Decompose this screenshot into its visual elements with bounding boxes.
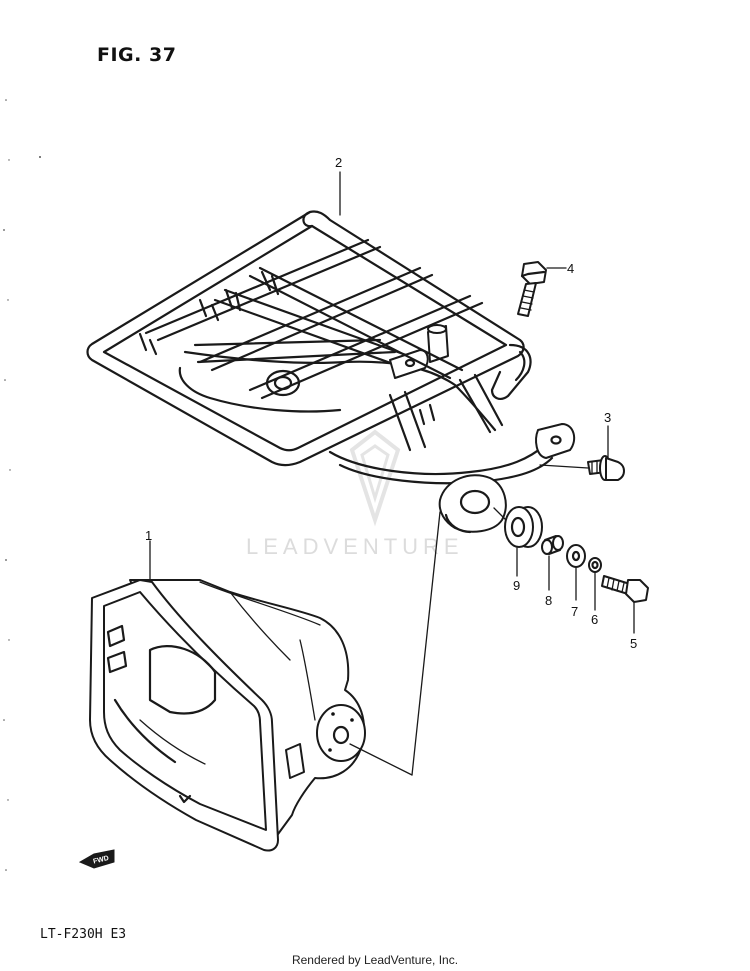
- watermark-text: LEADVENTURE: [246, 534, 464, 559]
- spacer: [541, 535, 564, 555]
- fwd-direction-badge: FWD: [78, 849, 115, 869]
- bolt-long: [517, 261, 547, 317]
- callout-9: 9: [513, 578, 520, 593]
- washer: [566, 544, 586, 568]
- lock-washer: [588, 557, 602, 573]
- leader-lines: [149, 171, 635, 776]
- fwd-arrow-icon: [78, 849, 115, 869]
- callout-3: 3: [604, 410, 611, 425]
- callout-5: 5: [630, 636, 637, 651]
- figure-title: FIG. 37: [97, 44, 177, 66]
- model-code: LT-F230H E3: [40, 927, 127, 942]
- render-credit: Rendered by LeadVenture, Inc.: [291, 953, 459, 967]
- callout-2: 2: [335, 155, 342, 170]
- callout-8: 8: [545, 593, 552, 608]
- callout-7: 7: [571, 604, 578, 619]
- fwd-label: FWD: [92, 855, 109, 866]
- callout-6: 6: [591, 612, 598, 627]
- bolt-flanged: [587, 455, 625, 481]
- callout-labels: 2 4 3 1 9 8 7 6 5: [145, 155, 637, 651]
- callout-1: 1: [145, 528, 152, 543]
- callout-4: 4: [567, 261, 574, 276]
- mounting-boss: [438, 474, 507, 534]
- headlight-housing: [89, 579, 366, 852]
- watermark-logo: LEADVENTURE: [246, 429, 464, 559]
- grommet: [504, 506, 543, 548]
- scan-edge-specks: [3, 99, 41, 871]
- bolt: [601, 575, 649, 603]
- front-carrier-rack: [86, 210, 576, 485]
